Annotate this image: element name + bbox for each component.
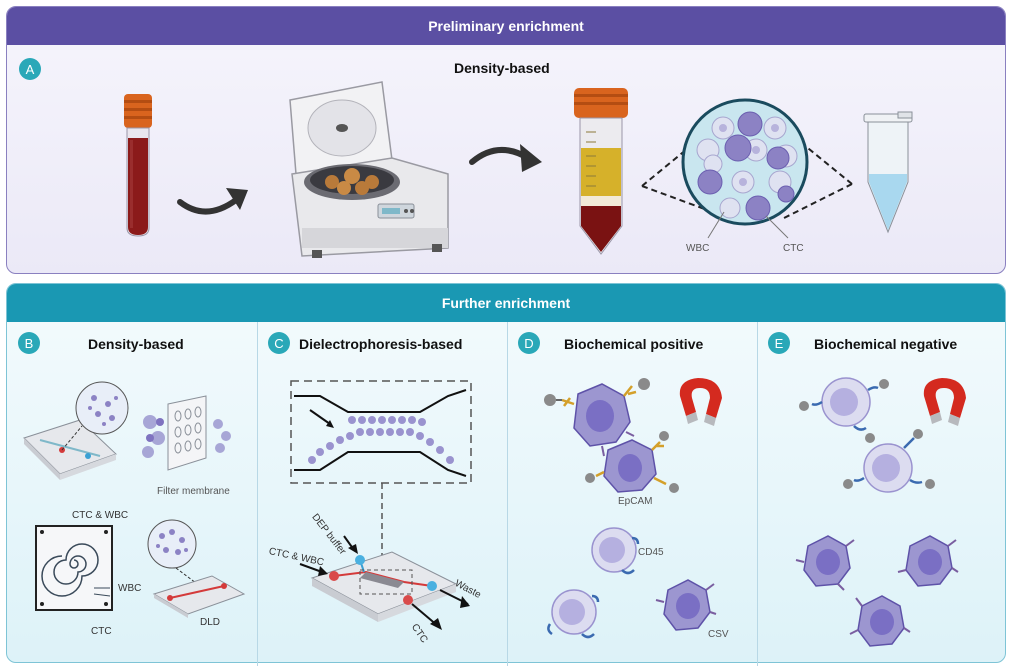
dld-label: DLD	[200, 617, 221, 628]
falcon-tube-icon	[574, 88, 628, 255]
spiral-chip-icon	[35, 525, 113, 611]
cd45-label: CD45	[638, 547, 664, 558]
cell-icon	[799, 377, 889, 443]
section-c-title: Dielectrophoresis-based	[299, 336, 463, 352]
filter-membrane-icon	[142, 395, 231, 471]
filter-membrane-label: Filter membrane	[157, 486, 230, 497]
csv-label: CSV	[708, 629, 729, 640]
wbc-label: WBC	[118, 583, 142, 594]
section-letter-a: A	[19, 58, 41, 80]
section-letter-b: B	[18, 332, 40, 354]
section-divider	[507, 322, 508, 666]
preliminary-enrichment-panel: Preliminary enrichment A Density-based	[6, 6, 1006, 274]
wbc-label: WBC	[686, 243, 710, 254]
cell-icon	[547, 589, 600, 639]
section-a-title: Density-based	[454, 60, 550, 76]
magnet-icon	[679, 378, 722, 426]
section-letter-c: C	[268, 332, 290, 354]
ctc-label: CTC	[783, 243, 804, 254]
cell-icon	[897, 535, 959, 587]
magnifier-circle-icon	[641, 98, 853, 239]
chip-icon	[147, 519, 246, 618]
section-divider	[257, 322, 258, 666]
section-letter-d: D	[518, 332, 540, 354]
ctc-label: CTC	[91, 626, 112, 637]
chip-icon	[23, 381, 129, 480]
cell-icon	[655, 579, 717, 631]
section-b-title: Density-based	[88, 336, 184, 352]
section-letter-e: E	[768, 332, 790, 354]
blood-tube-icon	[124, 94, 152, 237]
magnet-icon	[923, 378, 966, 426]
cell-icon	[849, 595, 911, 647]
cell-icon	[843, 429, 935, 493]
cell-icon	[544, 378, 650, 457]
section-d-title: Biochemical positive	[564, 336, 704, 352]
dep-channel-icon	[290, 380, 472, 580]
arrow-icon	[177, 188, 248, 215]
preliminary-enrichment-header: Preliminary enrichment	[7, 7, 1005, 45]
ctc-wbc-label: CTC & WBC	[72, 510, 129, 521]
cell-icon	[591, 527, 640, 575]
cell-icon	[585, 431, 679, 493]
centrifuge-icon	[289, 81, 449, 258]
cell-icon	[795, 535, 855, 591]
section-e-title: Biochemical negative	[814, 336, 958, 352]
microtube-icon	[863, 111, 913, 234]
further-enrichment-header: Further enrichment	[7, 284, 1005, 322]
arrow-icon	[469, 144, 542, 172]
section-divider	[757, 322, 758, 666]
epcam-label: EpCAM	[618, 496, 653, 507]
chip-icon	[299, 535, 470, 630]
